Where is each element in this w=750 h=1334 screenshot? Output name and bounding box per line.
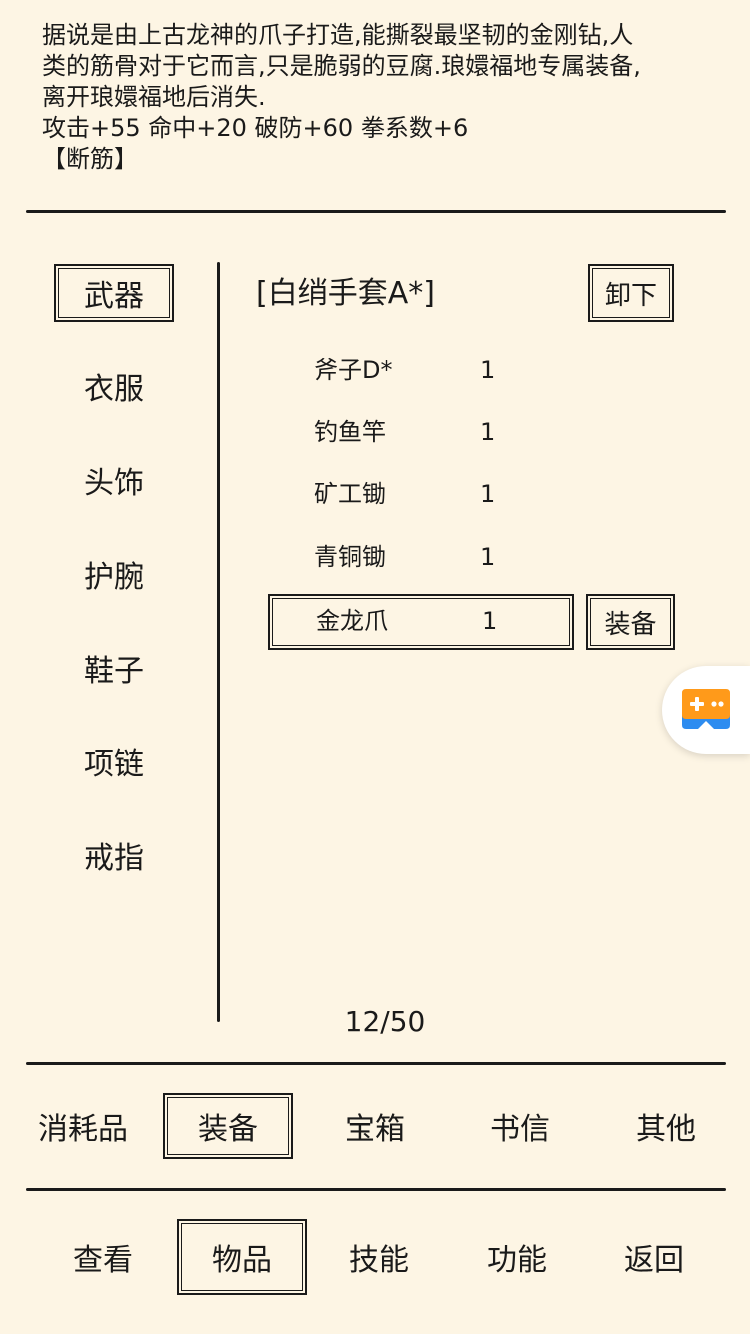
equipped-item-name: [白绡手套A*]: [256, 276, 435, 311]
tab-label: 书信: [490, 1112, 550, 1147]
nav-label: 物品: [212, 1243, 272, 1278]
item-count: 1: [482, 607, 498, 635]
tab-label: 装备: [198, 1112, 258, 1147]
item-name: 钓鱼竿: [314, 418, 386, 446]
category-label: 头饰: [84, 466, 144, 501]
category-label: 武器: [84, 279, 144, 314]
category-label: 戒指: [84, 841, 144, 876]
item-name: 青铜锄: [314, 543, 386, 571]
nav-skills[interactable]: 技能: [314, 1219, 444, 1295]
tab-letters[interactable]: 书信: [455, 1093, 585, 1159]
list-item[interactable]: 钓鱼竿 1: [268, 405, 574, 461]
tab-equipment[interactable]: 装备: [163, 1093, 293, 1159]
tab-label: 其他: [636, 1112, 696, 1147]
list-item[interactable]: 矿工锄 1: [268, 467, 574, 523]
nav-label: 查看: [73, 1243, 133, 1278]
unequip-label: 卸下: [604, 280, 657, 311]
item-count: 1: [480, 480, 496, 508]
gamepad-icon: [682, 689, 730, 729]
nav-back[interactable]: 返回: [589, 1219, 719, 1295]
nav-items[interactable]: 物品: [177, 1219, 307, 1295]
item-description: 据说是由上古龙神的爪子打造,能撕裂最坚韧的金刚钻,人 类的筋骨对于它而言,只是脆…: [42, 20, 712, 175]
divider-nav: [26, 1188, 726, 1191]
category-ring[interactable]: 戒指: [54, 826, 174, 884]
category-label: 鞋子: [84, 654, 144, 689]
tab-chests[interactable]: 宝箱: [310, 1093, 440, 1159]
item-name: 金龙爪: [316, 607, 388, 635]
divider-top: [26, 210, 726, 213]
nav-functions[interactable]: 功能: [452, 1219, 582, 1295]
category-weapon[interactable]: 武器: [54, 264, 174, 322]
category-label: 项链: [84, 747, 144, 782]
description-line: 据说是由上古龙神的爪子打造,能撕裂最坚韧的金刚钻,人: [42, 21, 634, 49]
item-name: 矿工锄: [314, 480, 386, 508]
item-stats: 攻击+55 命中+20 破防+60 拳系数+6: [42, 114, 469, 142]
description-line: 离开琅嬛福地后消失.: [42, 83, 266, 111]
equip-button[interactable]: 装备: [586, 594, 675, 650]
category-label: 衣服: [84, 372, 144, 407]
item-skill: 【断筋】: [42, 145, 138, 173]
tab-consumables[interactable]: 消耗品: [18, 1093, 148, 1159]
item-name: 斧子D*: [314, 356, 393, 384]
list-item-selected[interactable]: 金龙爪 1: [268, 594, 574, 650]
nav-label: 技能: [349, 1243, 409, 1278]
divider-bag-tabs: [26, 1062, 726, 1065]
nav-label: 功能: [487, 1243, 547, 1278]
nav-view[interactable]: 查看: [38, 1219, 168, 1295]
category-label: 护腕: [84, 560, 144, 595]
unequip-button[interactable]: 卸下: [588, 264, 674, 322]
tab-label: 宝箱: [345, 1112, 405, 1147]
category-bracer[interactable]: 护腕: [54, 545, 174, 603]
list-item[interactable]: 斧子D* 1: [268, 343, 574, 399]
list-item[interactable]: 青铜锄 1: [268, 530, 574, 586]
page-count: 12/50: [344, 1005, 426, 1038]
category-necklace[interactable]: 项链: [54, 732, 174, 790]
category-shoes[interactable]: 鞋子: [54, 639, 174, 697]
item-count: 1: [480, 356, 496, 384]
category-clothes[interactable]: 衣服: [54, 357, 174, 415]
tab-label: 消耗品: [38, 1112, 128, 1147]
tab-other[interactable]: 其他: [601, 1093, 731, 1159]
category-headwear[interactable]: 头饰: [54, 451, 174, 509]
floating-game-button[interactable]: [662, 666, 750, 754]
item-count: 1: [480, 418, 496, 446]
divider-vertical: [217, 262, 220, 1022]
item-count: 1: [480, 543, 496, 571]
equip-label: 装备: [604, 609, 657, 640]
description-line: 类的筋骨对于它而言,只是脆弱的豆腐.琅嬛福地专属装备,: [42, 52, 641, 80]
nav-label: 返回: [624, 1243, 684, 1278]
